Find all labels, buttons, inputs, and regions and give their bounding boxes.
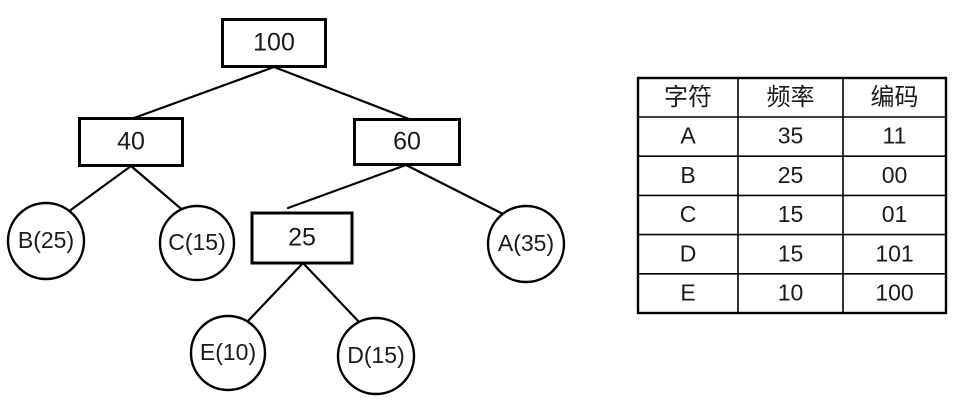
leaf-label-E: E(10): [200, 339, 256, 365]
leaf-label-A: A(35): [498, 230, 554, 256]
tree-edge-n25-to-E: [246, 261, 305, 323]
node-label-root: 100: [253, 29, 295, 57]
tree-edge-n40-to-C: [129, 164, 188, 215]
table-cell-r0-c0: A: [680, 123, 696, 149]
table-cell-r1-c2: 00: [882, 162, 908, 188]
tree-nodes: 100 40 60 25 B(25) C(15) A(35) E(10) D(15): [6, 18, 566, 396]
table-cell-r4-c1: 10: [778, 279, 804, 305]
leaf-shape-circle: [158, 204, 236, 282]
tree-edge-n25-to-D: [301, 261, 362, 325]
table-cell-r0-c1: 35: [778, 123, 804, 149]
leaf-label-C: C(15): [168, 229, 226, 255]
node-label-n40: 40: [117, 128, 145, 156]
table-cell-r1-c1: 25: [778, 162, 804, 188]
tree-leaf-C[interactable]: C(15): [158, 204, 236, 282]
tree-edge-n40-to-B: [66, 164, 133, 214]
node-shape-rect: [250, 211, 354, 265]
node-shape-rect: [78, 117, 184, 167]
leaf-shape-circle: [6, 201, 86, 281]
node-label-n60: 60: [393, 128, 421, 156]
table-cell-r2-c0: C: [680, 201, 697, 227]
table-cell-r3-c1: 15: [778, 240, 804, 266]
leaf-label-B: B(25): [18, 227, 74, 253]
tree-edge-root-to-n40: [132, 65, 276, 120]
table-cell-r3-c2: 101: [875, 240, 913, 266]
leaf-label-D: D(15): [347, 342, 405, 368]
tree-edge-n60-to-A: [404, 163, 507, 217]
table-header-cell-1: 频率: [767, 84, 815, 111]
tree-edge-root-to-n60: [272, 65, 411, 121]
leaf-shape-circle: [336, 316, 416, 396]
node-label-n25: 25: [288, 224, 316, 252]
tree-leaf-E[interactable]: E(10): [189, 314, 267, 392]
tree-node-root[interactable]: 100: [221, 18, 327, 68]
node-shape-rect: [221, 18, 327, 68]
table-cell-r2-c2: 01: [882, 201, 908, 227]
table-cell-r1-c0: B: [680, 162, 695, 188]
tree-node-n25[interactable]: 25: [250, 211, 354, 265]
leaf-shape-circle: [486, 204, 566, 284]
table-cell-r0-c2: 11: [883, 123, 907, 149]
tree-edge-n60-to-n25: [286, 163, 408, 210]
table-cell-r3-c0: D: [680, 240, 697, 266]
table-cell-r2-c1: 15: [778, 201, 804, 227]
table-cell-r4-c2: 100: [875, 279, 913, 305]
table-header-cell-0: 字符: [664, 84, 712, 111]
tree-leaf-D[interactable]: D(15): [336, 316, 416, 396]
tree-edges: [66, 65, 507, 325]
tree-node-n40[interactable]: 40: [78, 117, 184, 167]
leaf-shape-circle: [189, 314, 267, 392]
table-cell-r4-c0: E: [680, 279, 695, 305]
tree-node-n60[interactable]: 60: [353, 118, 461, 166]
tree-leaf-B[interactable]: B(25): [6, 201, 86, 281]
node-shape-rect: [353, 118, 461, 166]
table-header-cell-2: 编码: [871, 84, 919, 111]
tree-leaf-A[interactable]: A(35): [486, 204, 566, 284]
